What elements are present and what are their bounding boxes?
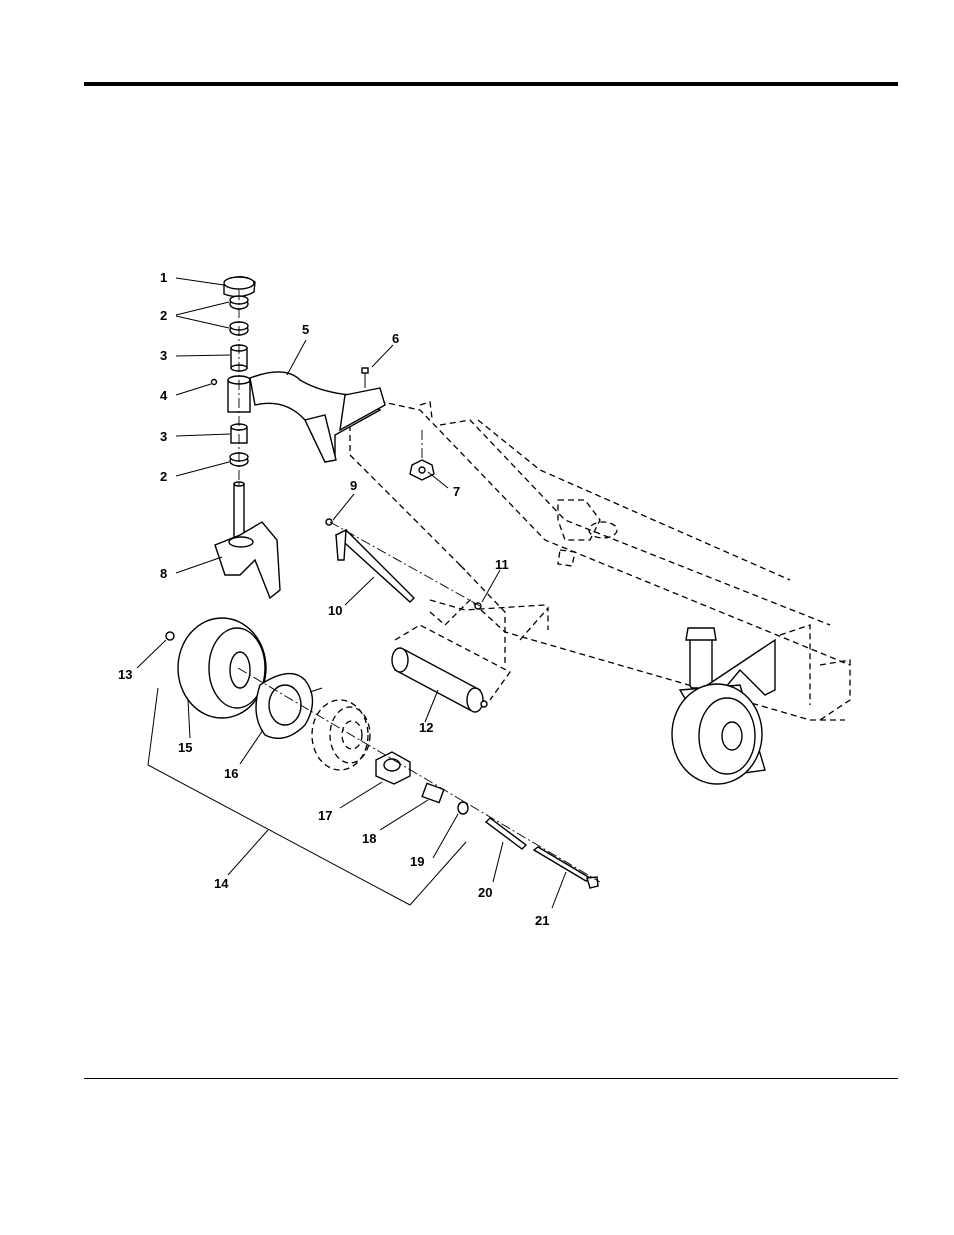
part-12-roller: [392, 648, 487, 712]
part-16-rim-half: [256, 674, 313, 739]
part-18-spacer: [422, 783, 444, 802]
callout-6: 6: [392, 331, 399, 346]
callout-9: 9: [350, 478, 357, 493]
callout-15: 15: [178, 740, 192, 755]
part-6-bolt: [362, 368, 368, 388]
callout-2-b: 2: [160, 469, 167, 484]
callout-13: 13: [118, 667, 132, 682]
callout-3-a: 3: [160, 348, 167, 363]
callout-5: 5: [302, 322, 309, 337]
callout-8: 8: [160, 566, 167, 581]
callout-18: 18: [362, 831, 376, 846]
callout-19: 19: [410, 854, 424, 869]
caster-wheel-assembly: [672, 628, 775, 784]
part-21-bolt: [534, 847, 598, 888]
part-19-washer: [458, 802, 468, 814]
leader-lines: [137, 278, 566, 908]
callout-17: 17: [318, 808, 332, 823]
callout-12: 12: [419, 720, 433, 735]
callout-3-b: 3: [160, 429, 167, 444]
callout-10: 10: [328, 603, 342, 618]
callout-16: 16: [224, 766, 238, 781]
axle-centerline: [238, 668, 600, 882]
wheel-hub-phantom: [312, 700, 370, 770]
part-13-nut: [166, 632, 174, 640]
part-5-caster-arm: [228, 372, 385, 462]
callout-11: 11: [495, 557, 509, 572]
part-1-cap: [224, 277, 255, 297]
callout-4: 4: [160, 388, 168, 403]
part-8-yoke: [215, 482, 280, 598]
callout-14: 14: [214, 876, 229, 891]
callout-7: 7: [453, 484, 460, 499]
part-9-washer: [326, 519, 332, 525]
callout-1: 1: [160, 270, 167, 285]
part-15-tire: [178, 618, 266, 718]
part-10-rod: [336, 530, 414, 602]
callout-2-a: 2: [160, 308, 167, 323]
part-7-flange-nut: [410, 430, 434, 480]
callout-20: 20: [478, 885, 492, 900]
part-4-grease-fitting: [212, 380, 217, 385]
callout-21: 21: [535, 913, 549, 928]
part-20-sleeve: [486, 818, 526, 849]
part-17-hub: [376, 752, 410, 784]
callout-labels: 1 2 3 4 3 2 8 5 6 7 9 10 11 12 13 14 15 …: [118, 270, 549, 928]
